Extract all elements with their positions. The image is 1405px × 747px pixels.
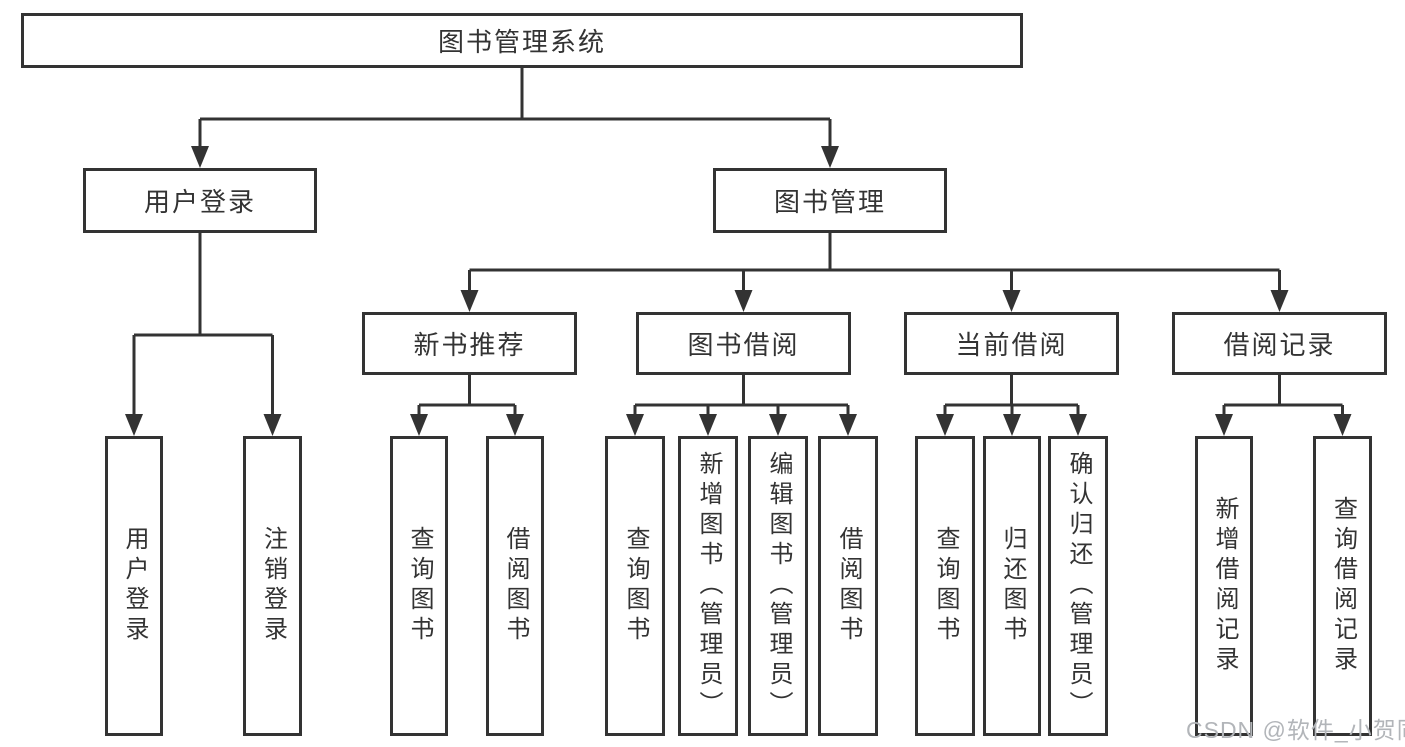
node-label: 归还图书 [999,526,1026,646]
node-query-books-borrow: 查询图书 [605,436,665,736]
arrowhead-icon [699,414,717,436]
arrowhead-icon [821,146,839,168]
node-label: 借阅记录 [1223,330,1336,360]
arrowhead-icon [263,414,282,436]
node-borrow-books-borrow: 借阅图书 [818,436,878,736]
node-query-books-current: 查询图书 [915,436,975,736]
node-label: 用户登录 [143,187,256,217]
arrowhead-icon [1002,290,1021,312]
node-label: 借阅图书 [502,526,529,646]
node-label: 图书管理 [773,187,886,217]
node-label: 查询图书 [932,526,959,646]
arrowhead-icon [1069,414,1087,436]
csdn-watermark: CSDN @软件_小贺同学 [1186,717,1405,743]
arrowhead-icon [125,414,143,436]
node-query-borrow-record: 查询借阅记录 [1313,436,1372,736]
node-label: 当前借阅 [955,330,1068,360]
node-add-borrow-record: 新增借阅记录 [1195,436,1253,736]
arrowhead-icon [1003,414,1021,436]
node-add-book-admin: 新增图书（管理员） [678,436,738,736]
arrowhead-icon [769,414,787,436]
arrowhead-icon [1215,414,1233,436]
node-user-login-action: 用户登录 [105,436,163,736]
arrowhead-icon [1270,290,1289,312]
arrowhead-icon [734,290,753,312]
arrowhead-icon [1333,414,1352,436]
node-label: 查询图书 [406,526,433,646]
arrowhead-icon [936,414,954,436]
node-confirm-return-admin: 确认归还（管理员） [1048,436,1108,736]
connector-root-to-level2 [198,68,832,150]
connector-borrow-records-children [1222,375,1344,419]
node-label: 图书借阅 [687,330,800,360]
connector-book-borrow-children [633,375,850,419]
node-label: 编辑图书（管理员） [765,451,792,721]
arrowhead-icon [506,414,524,436]
connector-new-book-children [417,375,517,419]
connector-book-mgmt-to-level3 [468,233,1281,294]
node-borrow-records: 借阅记录 [1172,312,1387,375]
node-label: 新增借阅记录 [1211,496,1238,676]
arrowhead-icon [191,146,209,168]
node-label: 图书管理系统 [437,27,606,57]
node-query-books-recommend: 查询图书 [390,436,448,736]
node-label: 查询借阅记录 [1329,496,1357,676]
node-current-borrow: 当前借阅 [904,312,1119,375]
node-label: 注销登录 [259,526,287,646]
node-label: 查询图书 [622,526,649,646]
node-edit-book-admin: 编辑图书（管理员） [748,436,808,736]
node-user-login: 用户登录 [83,168,317,233]
node-borrow-books-recommend: 借阅图书 [486,436,544,736]
arrowhead-icon [410,414,428,436]
connector-user-login-children [132,233,274,418]
node-library-management-system: 图书管理系统 [21,13,1023,68]
node-new-book-recommend: 新书推荐 [362,312,577,375]
node-label: 用户登录 [121,526,148,646]
node-label: 新增图书（管理员） [695,451,722,721]
node-book-management: 图书管理 [713,168,947,233]
node-label: 新书推荐 [413,330,526,360]
arrowhead-icon [626,414,644,436]
node-label: 借阅图书 [835,526,862,646]
node-label: 确认归还（管理员） [1065,451,1092,721]
node-return-book: 归还图书 [983,436,1041,736]
connector-current-borrow-children [943,375,1080,419]
arrowhead-icon [460,290,479,312]
node-book-borrow: 图书借阅 [636,312,851,375]
arrowhead-icon [839,414,857,436]
node-logout: 注销登录 [243,436,302,736]
